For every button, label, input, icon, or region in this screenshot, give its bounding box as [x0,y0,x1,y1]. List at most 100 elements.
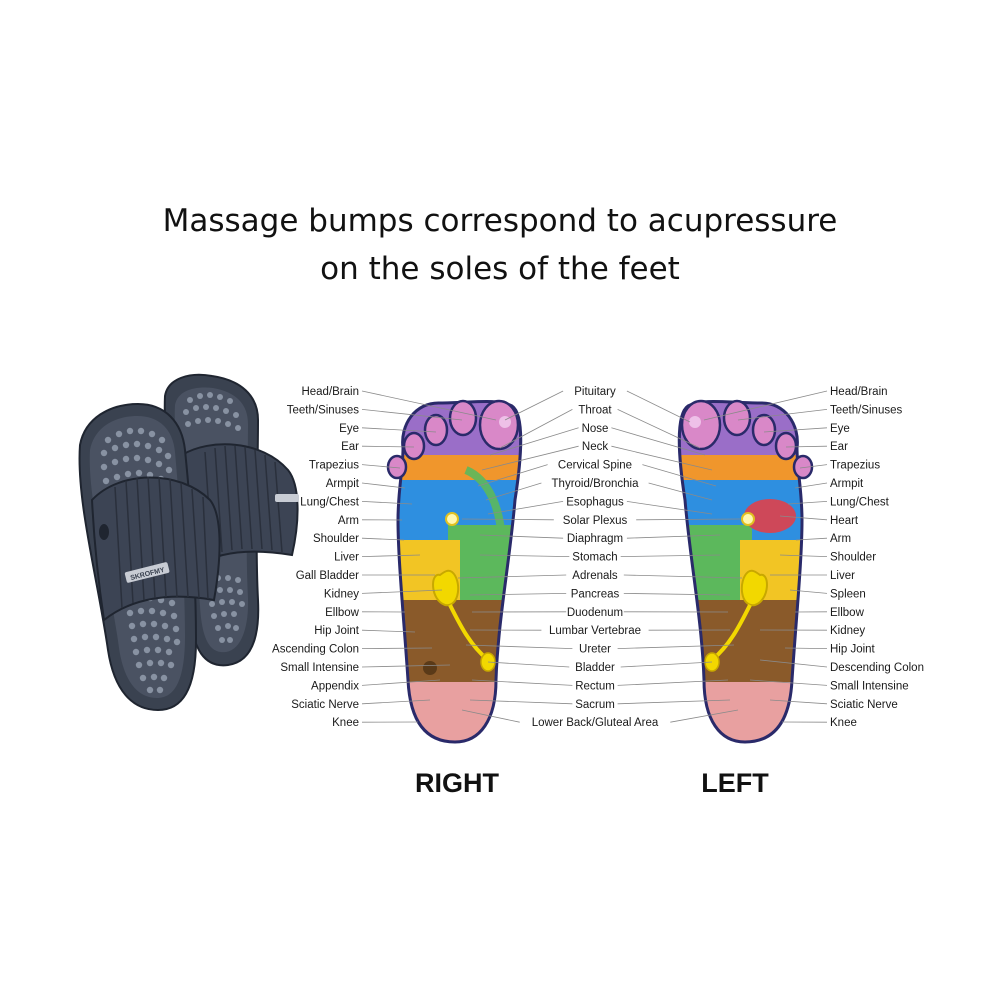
left-label-small-intensine: Small Intensine [830,680,909,692]
left-label-teeth-sinuses: Teeth/Sinuses [830,404,902,416]
center-leader-line [626,534,721,539]
center-leader-line [648,482,713,501]
right-foot-labels: Head/BrainTeeth/SinusesEyeEarTrapeziusAr… [272,386,360,729]
left-label-armpit: Armpit [830,478,864,490]
center-leader-line [636,518,741,521]
left-leader-line [737,409,828,421]
left-leader-line [759,659,828,668]
center-leader-line [479,554,570,557]
left-label-shoulder: Shoulder [830,552,876,564]
right-foot-caption: RIGHT [415,768,500,798]
center-label-bladder: Bladder [575,662,615,674]
center-label-ureter: Ureter [579,644,611,656]
front-slipper-bumps [100,427,181,694]
right-label-hip-joint: Hip Joint [314,625,360,637]
center-label-sacrum: Sacrum [575,699,615,711]
front-strap-ribs [114,476,209,609]
right-leader-line [361,699,431,705]
right-label-teeth-sinuses: Teeth/Sinuses [287,404,359,416]
left-label-hip-joint: Hip Joint [830,644,876,656]
left-leader-line [789,589,828,594]
center-leader-line [617,409,701,449]
left-toe-5 [792,454,814,480]
center-label-thyroid-bronchia: Thyroid/Bronchia [552,478,640,490]
front-slipper-logo-tag [124,562,170,583]
center-label-lumbar-vertebrae: Lumbar Vertebrae [549,625,641,637]
right-leader-line [361,390,497,421]
left-label-liver: Liver [830,570,855,582]
left-leader-line [779,515,828,521]
center-label-rectum: Rectum [575,680,615,692]
left-label-heart: Heart [830,515,859,527]
right-label-ellbow: Ellbow [325,607,360,619]
right-label-shoulder: Shoulder [313,533,359,545]
left-heart-zone [744,499,796,533]
center-leader-line [457,574,567,579]
right-leader-line [361,537,405,541]
center-leader-line [504,390,564,421]
center-label-neck: Neck [582,441,608,453]
left-leader-line [784,647,828,649]
center-label-pancreas: Pancreas [571,588,620,600]
right-label-appendix: Appendix [311,680,359,692]
center-leader-line [469,699,573,705]
center-leader-line [487,661,570,668]
left-label-ellbow: Ellbow [830,607,865,619]
center-leader-line [620,554,721,557]
left-leader-line [749,679,828,686]
center-leader-line [611,427,706,456]
right-leader-line [361,464,401,469]
front-strap-hole [99,524,109,540]
right-leader-line [361,629,416,633]
left-label-arm: Arm [830,533,851,545]
right-toe-4 [402,431,426,461]
center-leader-line [642,464,717,487]
center-leader-line [465,644,573,649]
left-leader-line [787,501,828,505]
center-leader-line [626,390,691,423]
center-leader-line [499,409,573,449]
right-leader-line [361,482,406,489]
left-foot-caption: LEFT [701,768,769,798]
left-label-ear: Ear [830,441,848,453]
right-label-sciatic-nerve: Sciatic Nerve [291,699,359,711]
left-leader-line [795,537,828,541]
right-leader-line [361,647,433,649]
center-leader-line [477,464,548,487]
center-leader-line [481,445,579,471]
center-label-esophagus: Esophagus [566,496,624,508]
left-leader-line [779,554,828,557]
right-leader-line [361,679,441,686]
right-foot [386,399,523,744]
center-leader-line [489,427,579,456]
right-label-lung-chest: Lung/Chest [300,496,360,508]
left-leader-line [794,482,828,489]
right-leader-line [361,554,421,557]
left-foot-labels: Head/BrainTeeth/SinusesEyeEarTrapeziusAr… [830,386,924,729]
front-slipper: SKROFMY [78,402,221,712]
right-label-arm: Arm [338,515,359,527]
leader-lines [361,390,828,723]
center-leader-line [623,574,743,579]
right-label-head-brain: Head/Brain [301,386,359,398]
right-label-kidney: Kidney [324,588,359,600]
left-toe-2 [722,399,752,437]
left-label-knee: Knee [830,717,857,729]
right-leader-line [361,589,443,594]
center-label-adrenals: Adrenals [572,570,618,582]
left-label-eye: Eye [830,423,850,435]
center-label-lower-back-gluteal-area: Lower Back/Gluteal Area [532,717,659,729]
left-leader-line [769,699,828,705]
center-label-diaphragm: Diaphragm [567,533,623,545]
left-leader-line [799,464,828,469]
left-leader-line [703,390,828,421]
right-kidney-zone [432,569,460,607]
right-leader-line [361,664,451,668]
center-leader-line [487,501,564,515]
right-label-knee: Knee [332,717,359,729]
right-label-trapezius: Trapezius [309,460,359,472]
left-toe-4 [774,431,798,461]
right-leader-line [361,409,463,421]
